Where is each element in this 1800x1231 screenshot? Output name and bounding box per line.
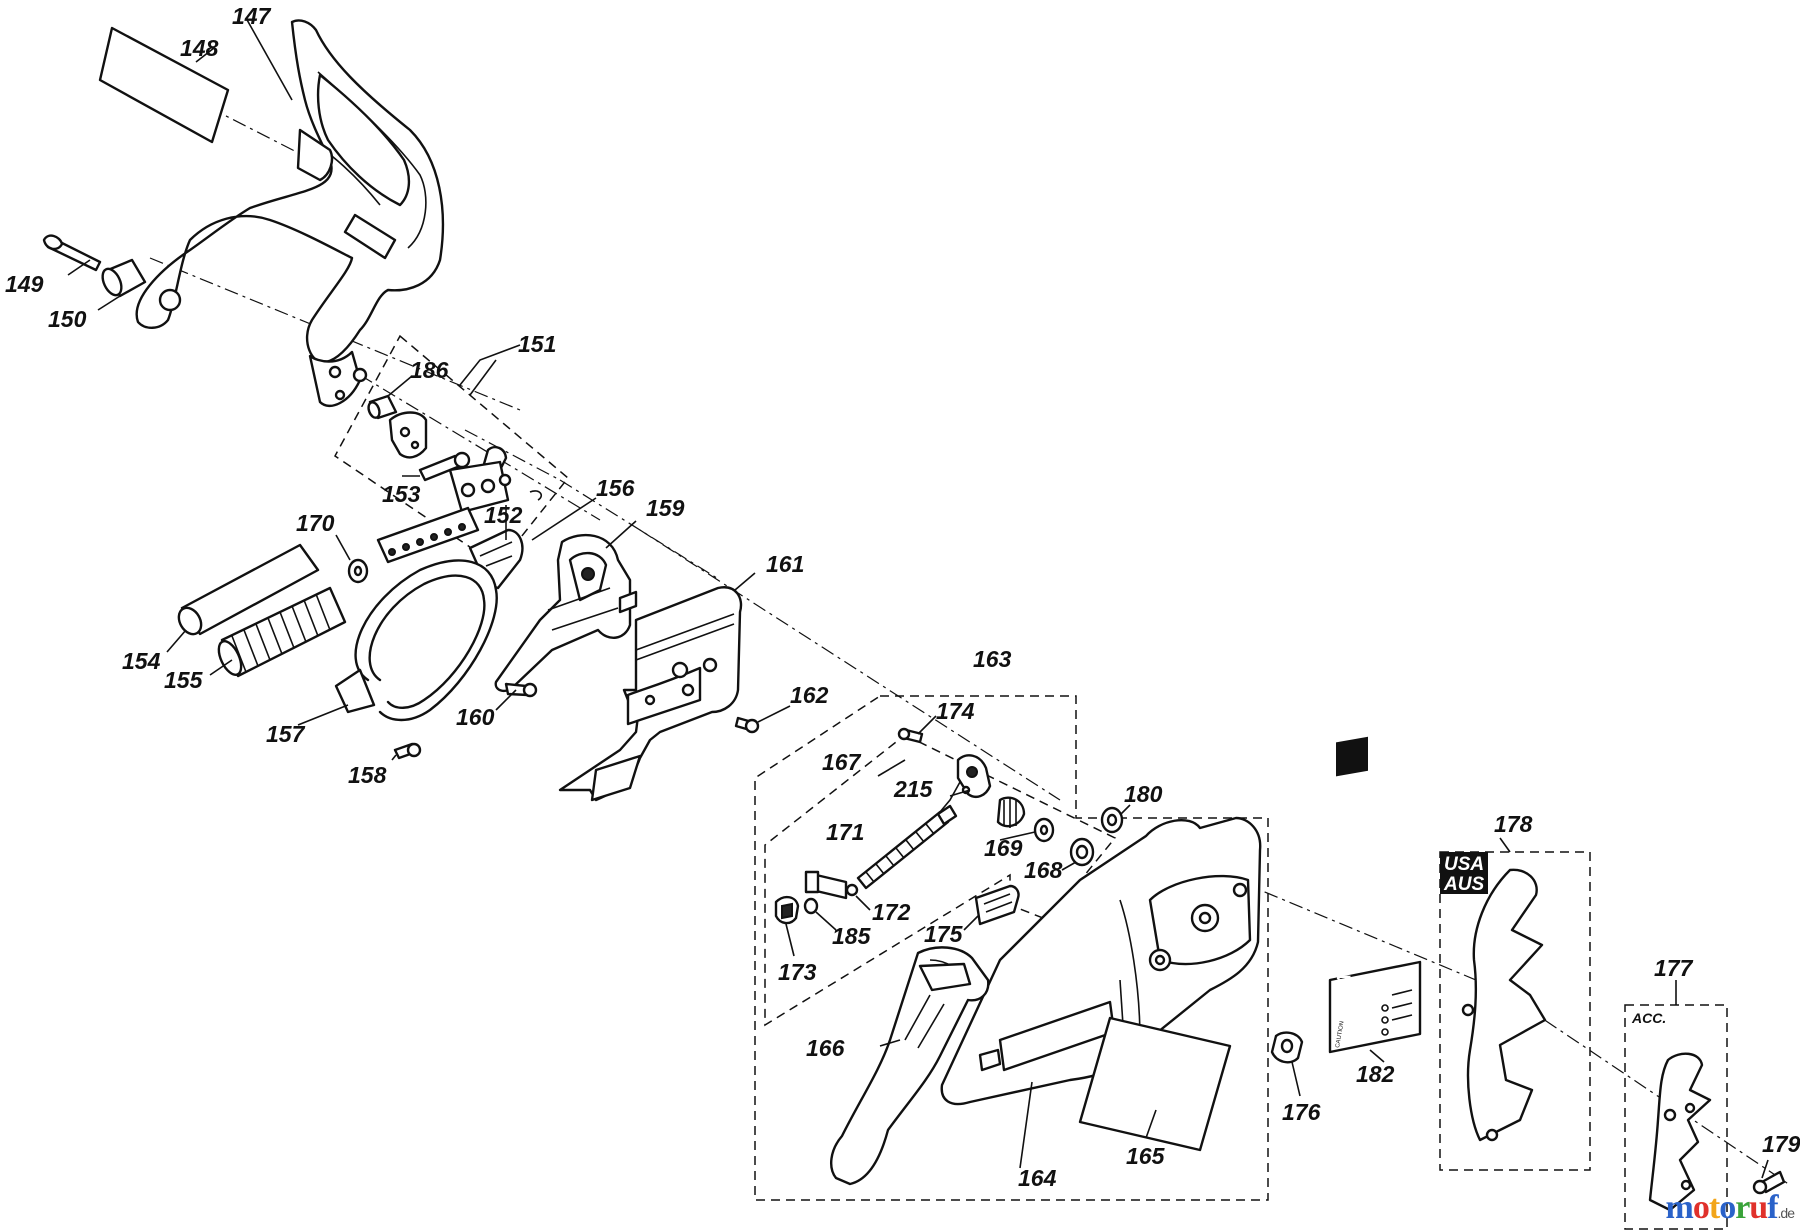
screw-162 bbox=[734, 716, 760, 734]
sprocket-cover-164 bbox=[940, 816, 1262, 1106]
callout-155: 155 bbox=[164, 667, 204, 693]
spring-link-152 bbox=[448, 446, 542, 514]
callout-168: 168 bbox=[1024, 857, 1063, 883]
guide-rod-154 bbox=[177, 543, 320, 636]
brake-bracket-159 bbox=[494, 533, 638, 693]
callout-166: 166 bbox=[806, 1035, 845, 1061]
screw-158 bbox=[393, 742, 422, 760]
bumper-spike-177 bbox=[1648, 1052, 1712, 1212]
callout-186: 186 bbox=[410, 357, 449, 383]
motoruf-watermark: motoruf.de bbox=[1665, 1189, 1795, 1227]
watermark-letter: o bbox=[1692, 1189, 1710, 1226]
callout-152: 152 bbox=[484, 502, 523, 528]
callout-177: 177 bbox=[1654, 955, 1694, 981]
watermark-letter: r bbox=[1735, 1189, 1750, 1226]
callout-178: 178 bbox=[1494, 811, 1533, 837]
nut-176 bbox=[1270, 1031, 1304, 1064]
slide-173 bbox=[774, 895, 800, 925]
decal-strip-148 bbox=[98, 26, 230, 144]
nut-168 bbox=[1069, 837, 1095, 867]
callout-174: 174 bbox=[936, 698, 975, 724]
callout-180: 180 bbox=[1124, 781, 1163, 807]
group-box-178 bbox=[1439, 851, 1591, 1171]
callout-165: 165 bbox=[1126, 1143, 1166, 1169]
washer-170 bbox=[347, 558, 369, 584]
watermark-letter: m bbox=[1665, 1189, 1694, 1226]
callout-158: 158 bbox=[348, 762, 387, 788]
screw-174 bbox=[897, 727, 924, 744]
callout-169: 169 bbox=[984, 835, 1023, 861]
callout-179: 179 bbox=[1762, 1131, 1800, 1157]
callout-148: 148 bbox=[180, 35, 219, 61]
callout-172: 172 bbox=[872, 899, 911, 925]
watermark-letter: t bbox=[1708, 1189, 1720, 1226]
watermark-letter: o bbox=[1719, 1189, 1736, 1226]
bumper-spike-178 bbox=[1461, 868, 1547, 1142]
callout-147: 147 bbox=[232, 3, 272, 29]
cap-nut-180 bbox=[1100, 806, 1124, 834]
callout-182: 182 bbox=[1356, 1061, 1395, 1087]
screw-149 bbox=[42, 234, 102, 272]
watermark-letter: f bbox=[1767, 1189, 1778, 1226]
adjuster-plate-215 bbox=[956, 754, 992, 798]
callout-171: 171 bbox=[826, 819, 864, 845]
watermark-domain: .de bbox=[1777, 1205, 1795, 1221]
pin-186 bbox=[367, 394, 398, 420]
callout-164: 164 bbox=[1018, 1165, 1057, 1191]
decal-165 bbox=[1078, 1016, 1232, 1152]
callout-176: 176 bbox=[1282, 1099, 1321, 1125]
acc-label: ACC. bbox=[1631, 1010, 1666, 1026]
decal-caution-text: CAUTION bbox=[1335, 1021, 1346, 1049]
callout-150: 150 bbox=[48, 306, 87, 332]
brake-spring-155 bbox=[217, 586, 347, 678]
tensioner-screw-171 bbox=[856, 804, 958, 890]
screw-179 bbox=[1752, 1170, 1786, 1195]
callout-161: 161 bbox=[766, 551, 804, 577]
leader-lines bbox=[67, 17, 1769, 1179]
usa-aus-line1: USA bbox=[1444, 854, 1484, 875]
callout-170: 170 bbox=[296, 510, 335, 536]
callout-167: 167 bbox=[822, 749, 862, 775]
bushing-150 bbox=[101, 258, 147, 298]
callout-162: 162 bbox=[790, 682, 829, 708]
caution-decal-182: USA CAUTION bbox=[1328, 736, 1422, 1054]
callout-215: 215 bbox=[893, 776, 934, 802]
brake-lever-link bbox=[388, 411, 428, 459]
callout-175: 175 bbox=[924, 921, 964, 947]
clutch-plate-161 bbox=[558, 586, 743, 802]
screw-160 bbox=[504, 682, 538, 698]
callout-159: 159 bbox=[646, 495, 685, 521]
toothed-plate bbox=[376, 506, 480, 564]
washer-185 bbox=[803, 897, 819, 915]
callout-153: 153 bbox=[382, 481, 421, 507]
callout-149: 149 bbox=[5, 271, 44, 297]
usa-aus-line2: AUS bbox=[1443, 874, 1484, 895]
callout-156: 156 bbox=[596, 475, 635, 501]
callout-labels: 147 148 149 150 151 186 153 152 156 159 … bbox=[5, 3, 1800, 1191]
washer-169 bbox=[1033, 817, 1055, 843]
brake-band-157 bbox=[334, 559, 498, 722]
rubber-pad-175 bbox=[974, 884, 1020, 926]
usa-aus-tag: USA AUS bbox=[1440, 852, 1488, 895]
group-box-163 bbox=[754, 695, 1269, 1201]
callout-157: 157 bbox=[266, 721, 306, 747]
callout-160: 160 bbox=[456, 704, 495, 730]
front-handguard-147 bbox=[135, 19, 445, 408]
adjuster-pin-172 bbox=[804, 870, 859, 900]
callout-185: 185 bbox=[832, 923, 872, 949]
callout-173: 173 bbox=[778, 959, 817, 985]
side-cover-166 bbox=[830, 946, 990, 1186]
watermark-letter: u bbox=[1749, 1189, 1768, 1226]
callout-163: 163 bbox=[973, 646, 1012, 672]
callout-154: 154 bbox=[122, 648, 161, 674]
callout-151: 151 bbox=[518, 331, 556, 357]
tensioner-gear bbox=[996, 796, 1026, 828]
